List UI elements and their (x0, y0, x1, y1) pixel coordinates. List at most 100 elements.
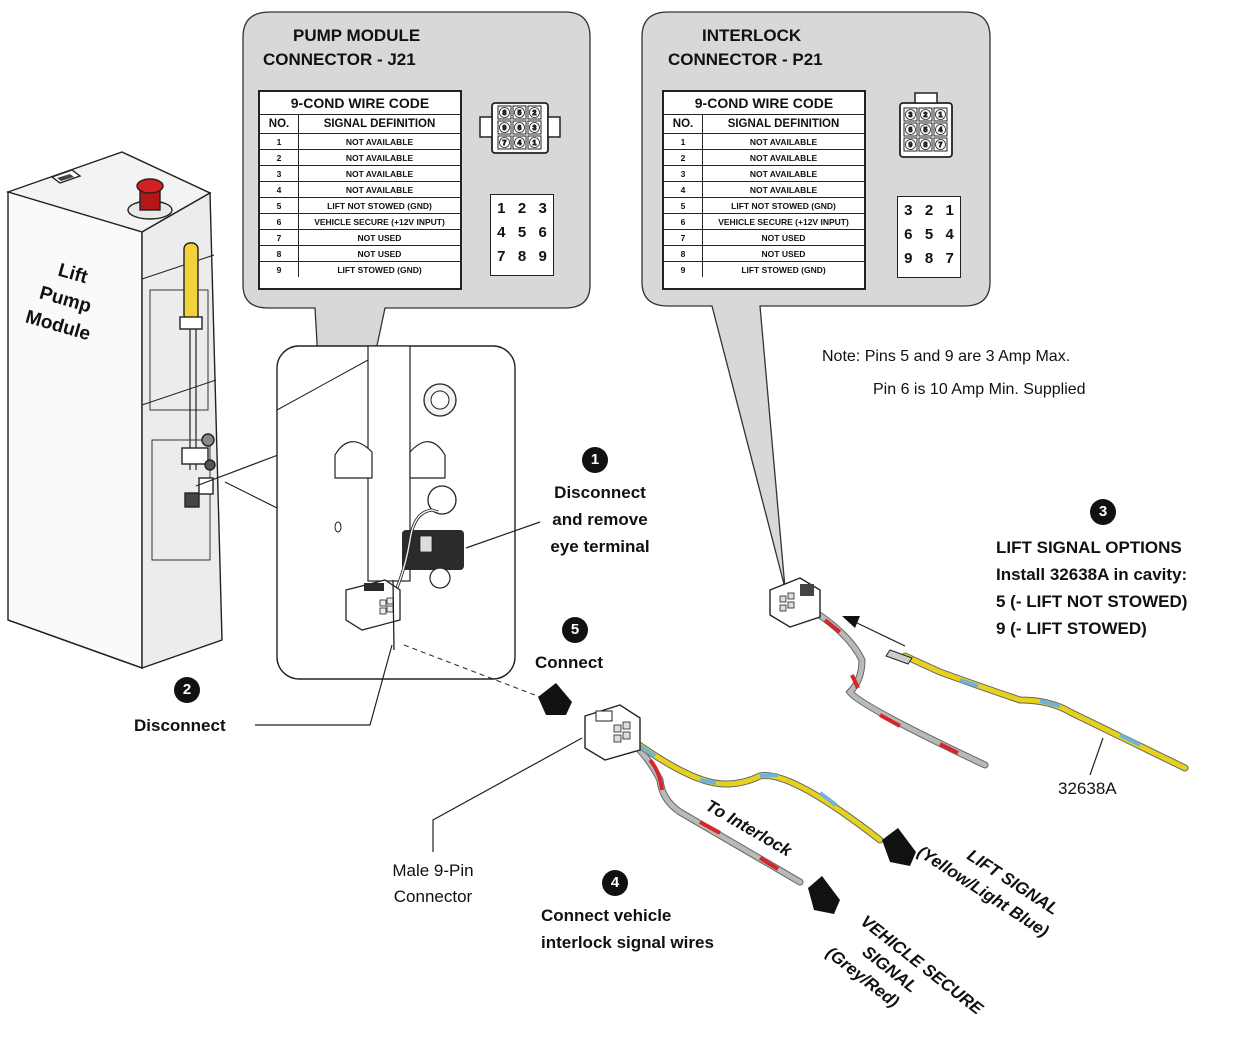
pin-label: 1 (497, 200, 506, 217)
pin-label: 2 (924, 202, 934, 219)
signal-def: NOT AVAILABLE (298, 149, 460, 166)
table-row: 9 LIFT STOWED (GND) (664, 261, 864, 277)
pin-no: 7 (664, 229, 703, 246)
pin-no: 6 (664, 213, 703, 230)
signal-def: NOT AVAILABLE (702, 181, 864, 198)
signal-def: NOT USED (298, 245, 460, 262)
step-2-badge: 2 (174, 677, 200, 703)
signal-def: LIFT STOWED (GND) (741, 264, 826, 275)
step-1-line: eye terminal (550, 537, 650, 556)
pin-no: 3 (664, 165, 703, 182)
signal-def: LIFT STOWED (GND) (337, 264, 422, 275)
pin-label: 6 (904, 226, 913, 243)
pin-label: 5 (517, 224, 527, 241)
interlock-icon-pin-hole (905, 139, 916, 150)
pin-label: 2 (517, 200, 527, 217)
step-4-badge: 4 (602, 870, 628, 896)
signal-def: NOT AVAILABLE (298, 165, 460, 182)
signal-def: NOT AVAILABLE (298, 181, 460, 198)
pin-label: 8 (924, 250, 934, 267)
pump-icon-pin-hole (514, 137, 525, 148)
step-4-line: interlock signal wires (541, 933, 714, 952)
pin-no: 6 (260, 213, 299, 230)
signal-def: NOT AVAILABLE (702, 165, 864, 182)
pin-no: 8 (260, 245, 299, 262)
interlock-table-title: 9-COND WIRE CODE (664, 92, 864, 115)
pin-no: 1 (260, 133, 299, 150)
male-connector-line: Connector (393, 887, 473, 906)
interlock-icon-pin-hole (920, 139, 931, 150)
pump-col-no: NO. (260, 115, 299, 134)
interlock-icon-pin-number: 7 (939, 142, 943, 149)
step-4-line: Connect vehicle (541, 906, 672, 925)
step-1-text: Disconnect and remove eye terminal (535, 479, 665, 560)
signal-def: NOT USED (702, 245, 864, 262)
pump-icon-pin-number: 7 (503, 140, 507, 147)
eye-terminal-leader (465, 521, 541, 549)
interlock-icon-pin-hole (935, 139, 946, 150)
connector-detail-view (276, 345, 516, 680)
pin-no: 4 (260, 181, 299, 198)
pump-col-signal: SIGNAL DEFINITION (298, 115, 460, 134)
step-3-line: 5 (- LIFT NOT STOWED) (996, 592, 1188, 611)
step-2-text: Disconnect (134, 716, 226, 735)
male-connector-harness (584, 704, 916, 914)
step-5-text: Connect (535, 653, 603, 672)
pump-icon-pin-hole (499, 137, 510, 148)
interlock-icon-pin-number: 9 (909, 142, 913, 149)
pump-icon-pin-hole (529, 107, 540, 118)
interlock-icon-pin-number: 3 (909, 112, 913, 119)
pin-no: 2 (664, 149, 703, 166)
pin-label: 7 (945, 250, 954, 267)
interlock-icon-pin-number: 2 (924, 112, 928, 119)
step-3-line: 9 (- LIFT STOWED) (996, 619, 1147, 638)
lift-pump-module-cabinet (5, 151, 223, 669)
interlock-icon-pin-hole (920, 124, 931, 135)
part-number-label: 32638A (1058, 779, 1117, 798)
pump-wire-code-table: 9-COND WIRE CODE NO. SIGNAL DEFINITION 1… (258, 90, 462, 290)
connect-arrow (538, 683, 572, 715)
step-3-badge: 3 (1090, 499, 1116, 525)
interlock-col-signal: SIGNAL DEFINITION (702, 115, 864, 134)
interlock-callout-title-2: CONNECTOR - P21 (668, 50, 823, 69)
pump-icon-pin-hole (499, 107, 510, 118)
pin-label: 7 (497, 248, 506, 265)
pump-icon-pin-number: 2 (533, 110, 537, 117)
interlock-icon-pin-number: 4 (939, 127, 943, 134)
step-3-line: Install 32638A in cavity: (996, 565, 1188, 584)
pump-icon-pin-hole (529, 122, 540, 133)
note-line-1: Note: Pins 5 and 9 are 3 Amp Max. (822, 348, 1071, 365)
pump-icon-pin-number: 6 (518, 125, 522, 132)
pin-label: 3 (904, 202, 913, 219)
pump-icon-pin-number: 5 (518, 110, 522, 117)
note-line-2: Pin 6 is 10 Amp Min. Supplied (873, 381, 1086, 398)
step-1-line: Disconnect (554, 483, 646, 502)
pin-label: 3 (538, 200, 547, 217)
interlock-icon-pin-hole (905, 124, 916, 135)
pump-callout-title-2: CONNECTOR - J21 (263, 50, 416, 69)
pin-no: 1 (664, 133, 703, 150)
pump-icon-pin-hole (529, 137, 540, 148)
interlock-icon-pin-hole (935, 109, 946, 120)
interlock-icon-pin-hole (935, 124, 946, 135)
step-5-badge: 5 (562, 617, 588, 643)
step-1-badge: 1 (582, 447, 608, 473)
pump-icon-pin-number: 1 (533, 140, 537, 147)
pin-no: 9 (664, 261, 703, 277)
pump-icon-pin-hole (514, 122, 525, 133)
interlock-callout-title-1: INTERLOCK (702, 26, 802, 45)
interlock-icon-pin-number: 6 (909, 127, 913, 134)
step-3-text: LIFT SIGNAL OPTIONS Install 32638A in ca… (996, 534, 1187, 642)
pin-no: 3 (260, 165, 299, 182)
interlock-icon-pin-number: 5 (924, 127, 928, 134)
